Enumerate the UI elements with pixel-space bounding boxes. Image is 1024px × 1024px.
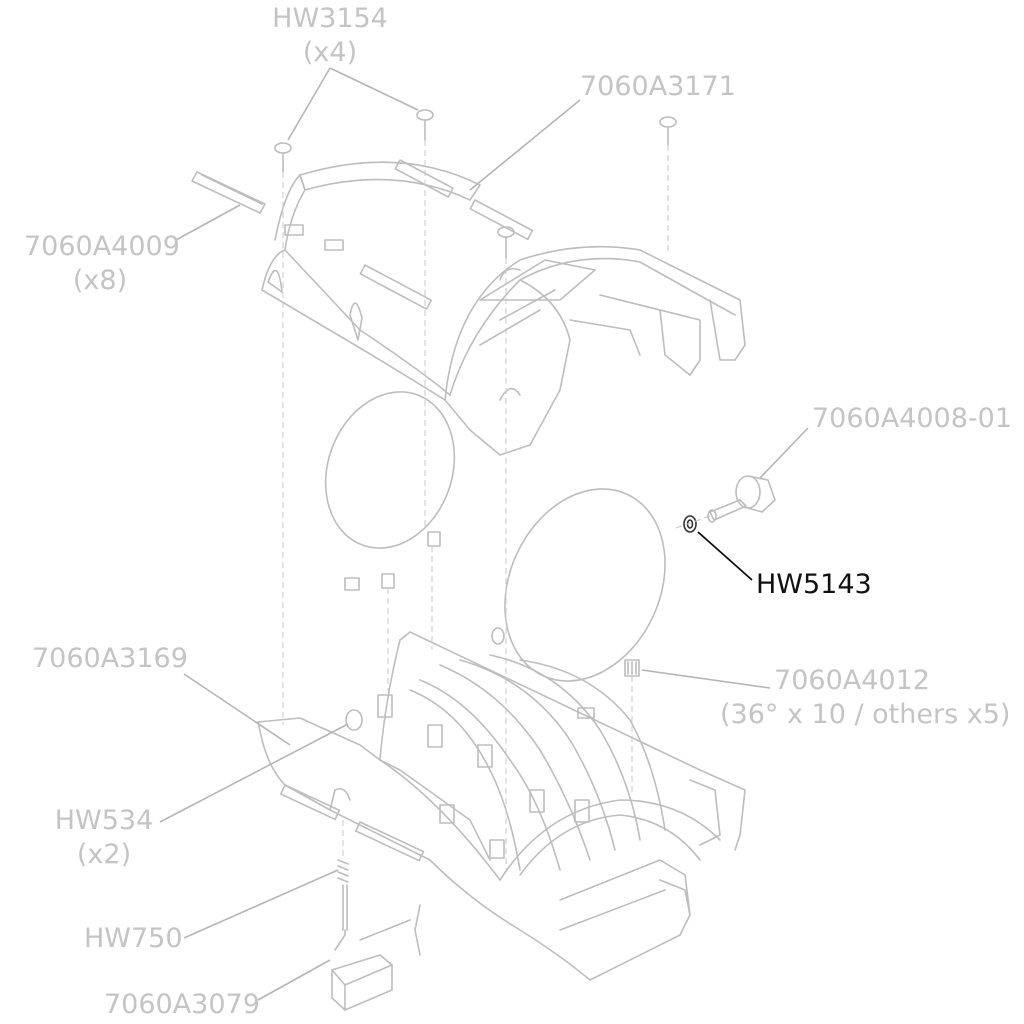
screw-top-right xyxy=(659,116,677,146)
leader-line-hw5143 xyxy=(697,531,753,581)
part-number: HW750 xyxy=(84,923,183,954)
part-number: 7060A4012 xyxy=(774,665,930,696)
quantity: (36° x 10 / others x5) xyxy=(720,699,1011,730)
label-7060a4008-01: 7060A4008-01 xyxy=(812,402,1012,436)
part-number: HW5143 xyxy=(756,569,872,600)
part-number: HW534 xyxy=(54,805,154,836)
clip-part xyxy=(577,707,595,719)
leader-lines xyxy=(159,67,809,1001)
part-number: 7060A3169 xyxy=(32,643,188,674)
assembly-guides xyxy=(282,140,711,870)
part-number: 7060A4008-01 xyxy=(812,403,1012,434)
quantity: (x8) xyxy=(72,265,128,296)
spacer-hw534 xyxy=(345,709,363,731)
label-hw750: HW750 xyxy=(84,922,183,956)
label-7060a4009: 7060A4009 (x8) xyxy=(24,230,180,298)
label-7060a3169: 7060A3169 xyxy=(32,642,188,676)
clip-part xyxy=(427,531,441,547)
screw-hw3154-2 xyxy=(416,109,434,141)
clip-part xyxy=(381,573,395,589)
gear-7060a4008-01 xyxy=(707,475,776,523)
label-7060a4012: 7060A4012 (36° x 10 / others x5) xyxy=(720,664,1011,732)
part-number: 7060A4009 xyxy=(24,231,180,262)
screw-hw3154-1 xyxy=(274,142,292,173)
lens-holder-7060a4012 xyxy=(624,659,640,677)
label-7060a3079: 7060A3079 xyxy=(104,988,260,1022)
upper-housing-part xyxy=(261,159,746,456)
screw-hw3154-3 xyxy=(497,226,515,259)
part-number: 7060A3171 xyxy=(580,71,736,102)
part-number: HW3154 xyxy=(272,3,388,34)
clip-part xyxy=(344,577,360,591)
washer-hw5143 xyxy=(683,515,697,533)
spacer-part xyxy=(491,627,505,645)
quantity: (x2) xyxy=(76,839,132,870)
label-hw5143: HW5143 xyxy=(756,568,872,602)
part-number: 7060A3079 xyxy=(104,989,260,1020)
filter-disc-upper xyxy=(324,391,456,549)
quantity: (x4) xyxy=(302,37,358,68)
label-hw3154: HW3154 (x4) xyxy=(262,2,398,70)
label-hw534: HW534 (x2) xyxy=(48,804,160,872)
spring-hw750 xyxy=(337,859,349,931)
bracket-7060a3079 xyxy=(331,929,393,1011)
rail-7060a4009 xyxy=(191,171,266,214)
filter-disc-lower xyxy=(504,488,666,682)
label-7060a3171: 7060A3171 xyxy=(580,70,736,104)
lower-housing-part xyxy=(257,631,746,981)
